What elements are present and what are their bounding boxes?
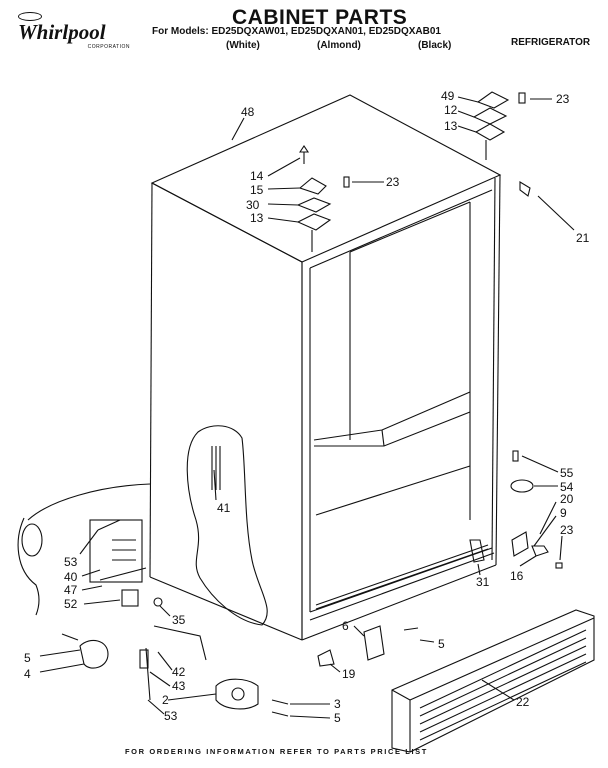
callout: 40: [64, 570, 78, 584]
callout: 31: [476, 575, 490, 589]
callout: 6: [342, 619, 349, 633]
callout: 21: [576, 231, 590, 245]
callout: 53: [164, 709, 178, 723]
ordering-note: FOR ORDERING INFORMATION REFER TO PARTS …: [125, 747, 428, 756]
callout: 43: [172, 679, 186, 693]
top-hinge-left: [296, 145, 350, 252]
callout: 16: [510, 569, 524, 583]
models-line: For Models: ED25DQXAW01, ED25DQXAN01, ED…: [152, 26, 441, 37]
lower-left-parts: [61, 625, 419, 717]
callout: 5: [24, 651, 31, 665]
callout: 35: [172, 613, 186, 627]
page-title: CABINET PARTS: [232, 6, 408, 29]
callout: 4: [24, 667, 31, 681]
callout: 54: [560, 480, 574, 494]
callout: 5: [438, 637, 445, 651]
callout-labels: 48 49 12 23 13 14 15 23 30 13 21 41 55 5…: [24, 89, 590, 725]
appliance-type: REFRIGERATOR: [511, 37, 591, 48]
top-hinge-right: [472, 91, 531, 197]
callout: 42: [172, 665, 186, 679]
lower-hinge-right: [469, 450, 563, 569]
color-white: (White): [226, 40, 260, 51]
callout: 23: [386, 175, 400, 189]
callout: 41: [217, 501, 231, 515]
color-almond: (Almond): [317, 40, 361, 51]
toe-grille: [391, 609, 595, 753]
callout: 47: [64, 583, 78, 597]
callout: 14: [250, 169, 264, 183]
callout: 48: [241, 105, 255, 119]
callout: 20: [560, 492, 574, 506]
callout: 52: [64, 597, 78, 611]
logo-swoosh-icon: [18, 12, 42, 21]
callout: 23: [556, 92, 570, 106]
callout: 55: [560, 466, 574, 480]
callout: 23: [560, 523, 574, 537]
callout: 53: [64, 555, 78, 569]
cabinet-shell: [149, 94, 502, 641]
callout: 12: [444, 103, 458, 117]
callout: 22: [516, 695, 530, 709]
leader-lines: [39, 96, 575, 719]
callout: 30: [246, 198, 260, 212]
brand-subtitle: CORPORATION: [87, 44, 130, 50]
callout: 15: [250, 183, 264, 197]
callout: 3: [334, 697, 341, 711]
callout: 13: [444, 119, 458, 133]
brand-name: Whirlpool: [18, 20, 106, 44]
callout: 49: [441, 89, 455, 103]
callout: 9: [560, 506, 567, 520]
compressor-area: [17, 483, 163, 616]
whirlpool-logo: Whirlpool CORPORATION: [14, 12, 132, 50]
callout: 13: [250, 211, 264, 225]
callout: 5: [334, 711, 341, 725]
color-black: (Black): [418, 40, 452, 51]
callout: 2: [162, 693, 169, 707]
side-opening: [186, 425, 268, 626]
callout: 19: [342, 667, 356, 681]
